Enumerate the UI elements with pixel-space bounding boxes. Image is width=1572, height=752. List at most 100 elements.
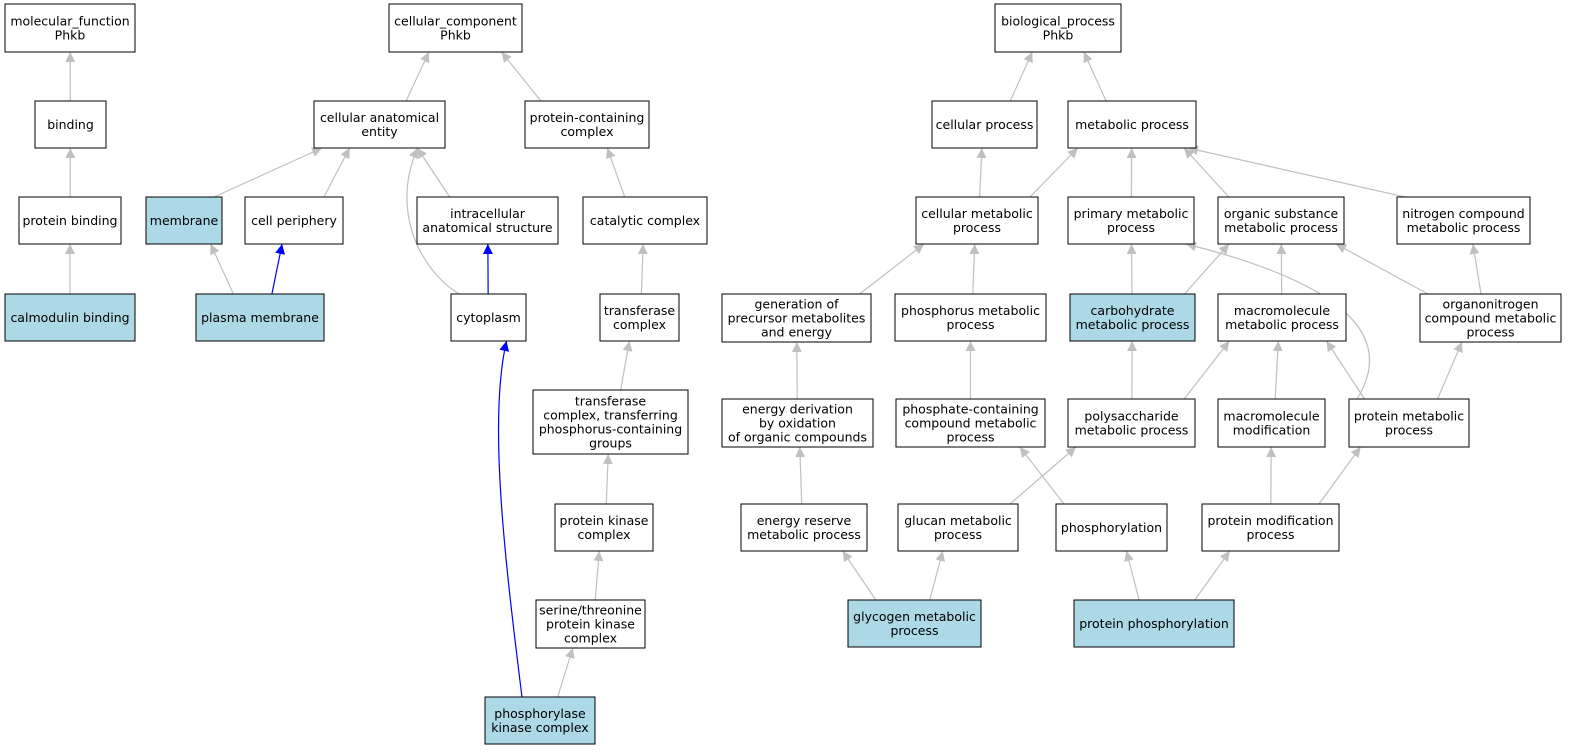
node-label-line: phosphorylation: [1061, 520, 1162, 535]
node-box: [894, 293, 1047, 342]
node-label-line: catalytic complex: [590, 213, 700, 228]
node-box: [34, 100, 107, 149]
node-label-line: protein phosphorylation: [1079, 616, 1229, 631]
edge-prot_mp-to-orgn_mp: [1436, 341, 1463, 400]
node-plasma-membrane[interactable]: plasma membrane: [195, 293, 325, 342]
node-box: [1073, 599, 1235, 648]
edge-membrane-to-cae: [213, 147, 323, 198]
node-metabolic-process[interactable]: metabolic process: [1067, 100, 1197, 149]
node-label-line: complex: [561, 124, 614, 139]
node-label-line: serine/threonine: [539, 603, 642, 618]
edge-glycogen_mp-to-glucan_mp: [929, 550, 946, 601]
node-label-line: cellular_component: [394, 14, 517, 29]
node-box: [895, 398, 1046, 448]
node-label-line: complex: [613, 317, 666, 332]
node-box: [388, 3, 523, 53]
node-label-line: energy reserve: [757, 513, 852, 528]
node-label-line: protein kinase: [560, 513, 649, 528]
node-label-line: cellular metabolic: [921, 206, 1033, 221]
node-label-line: plasma membrane: [201, 310, 319, 325]
edge-osmp-to-metabolic_process: [1183, 147, 1230, 198]
node-cell-periphery[interactable]: cell periphery: [244, 196, 344, 245]
node-box: [1067, 100, 1197, 149]
node-label-line: Phkb: [1043, 28, 1074, 43]
node-label-line: macromolecule: [1234, 303, 1330, 318]
node-label-line: process: [1246, 527, 1294, 542]
node-box: [599, 293, 680, 342]
node-label-line: metabolic process: [1224, 220, 1338, 235]
node-box: [532, 389, 689, 455]
node-label-line: entity: [361, 124, 398, 139]
node-label-line: process: [946, 430, 994, 445]
edge-prot_phos-to-phosphorylation: [1124, 550, 1140, 601]
edge-carb_mp-to-osmp: [1184, 243, 1230, 295]
node-catalytic-complex[interactable]: catalytic complex: [582, 196, 708, 245]
edge-plasma_membrane-to-membrane: [210, 243, 234, 295]
node-label-line: organic substance: [1224, 206, 1339, 221]
node-label-line: groups: [589, 436, 632, 451]
node-box: [1069, 293, 1196, 342]
node-box: [721, 398, 874, 448]
node-box: [145, 196, 223, 245]
node-phosphorylation[interactable]: phosphorylation: [1055, 503, 1168, 552]
node-label-line: process: [934, 527, 982, 542]
node-label-line: protein-containing: [530, 110, 645, 125]
node-prot-phos[interactable]: protein phosphorylation: [1073, 599, 1235, 648]
node-protein-binding[interactable]: protein binding: [18, 196, 122, 245]
node-label-line: and energy: [761, 325, 833, 340]
node-label-line: organonitrogen: [1442, 297, 1538, 312]
node-label-line: protein binding: [22, 213, 117, 228]
node-label-line: glycogen metabolic: [853, 609, 976, 624]
edge-orgn_mp-to-osmp: [1335, 243, 1429, 295]
edge-phk_complex-to-stpkc: [557, 647, 575, 698]
node-binding[interactable]: binding: [34, 100, 107, 149]
node-calmodulin-binding[interactable]: calmodulin binding: [4, 293, 136, 342]
node-label-line: nitrogen compound: [1402, 206, 1524, 221]
edge-plasma_membrane-to-cell_periphery: [271, 243, 286, 295]
node-box: [1055, 503, 1168, 552]
node-label-line: primary metabolic: [1074, 206, 1189, 221]
node-label-line: process: [1107, 220, 1155, 235]
node-box: [582, 196, 708, 245]
node-membrane[interactable]: membrane: [145, 196, 223, 245]
node-label-line: complex, transferring: [543, 408, 678, 423]
node-cellular-process[interactable]: cellular process: [931, 100, 1038, 149]
node-box: [915, 196, 1039, 245]
node-label-line: binding: [47, 117, 94, 132]
node-box: [1201, 503, 1340, 552]
node-label-line: complex: [564, 631, 617, 646]
node-label-line: protein modification: [1208, 513, 1334, 528]
node-cytoplasm[interactable]: cytoplasm: [450, 293, 527, 342]
node-box: [1348, 398, 1470, 448]
edge-phos_mp-to-cmp: [969, 243, 980, 295]
